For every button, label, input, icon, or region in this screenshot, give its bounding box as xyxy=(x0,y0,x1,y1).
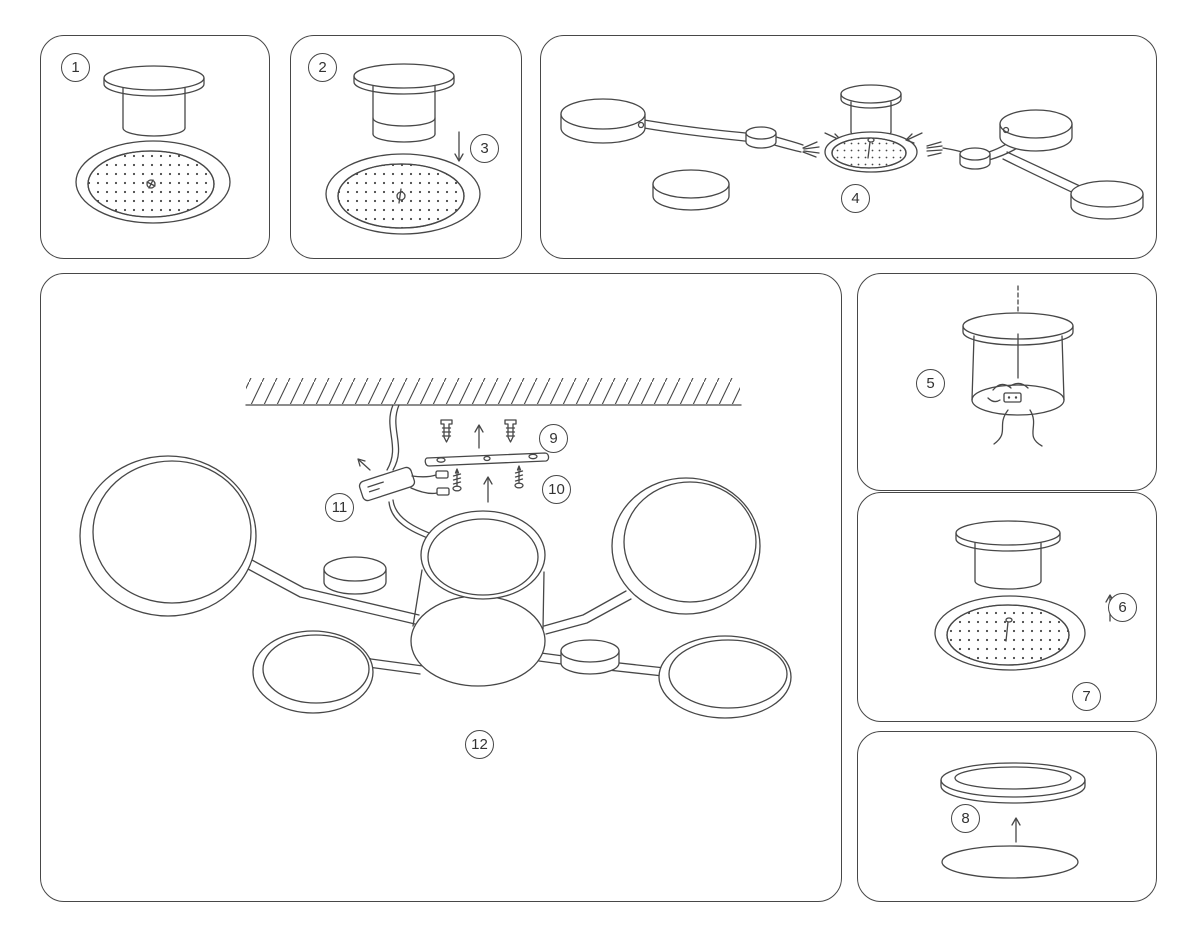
step-6-badge: 6 xyxy=(1108,593,1137,622)
ceiling-wires-drawing xyxy=(386,404,400,471)
left-lower-ring-drawing xyxy=(652,169,730,211)
fixture-lower-left-ring-drawing xyxy=(252,630,374,714)
left-cup-drawing xyxy=(745,126,777,149)
diffuser-with-screw-drawing xyxy=(934,595,1086,671)
panel-step-1 xyxy=(40,35,270,259)
fixture-center-body-drawing xyxy=(410,510,546,687)
right-lower-ring-drawing xyxy=(1070,180,1144,220)
panel-steps-2-3 xyxy=(290,35,522,259)
step-5-badge: 5 xyxy=(916,369,945,398)
center-diffuser-drawing xyxy=(824,131,918,173)
step-3-badge: 3 xyxy=(470,134,499,163)
step-2-badge: 2 xyxy=(308,53,337,82)
steps-9-12-illustration xyxy=(79,378,792,719)
center-canopy-drawing xyxy=(840,84,902,139)
step-7-badge: 7 xyxy=(1072,682,1101,711)
panel-step-4 xyxy=(540,35,1157,259)
ceiling-hatch xyxy=(245,378,742,406)
panel-step-5 xyxy=(857,273,1157,491)
canopy-open-drawing xyxy=(962,312,1074,416)
canopy-drawing xyxy=(353,63,455,143)
left-arm-drawing xyxy=(643,119,804,153)
driver-box-drawing xyxy=(357,458,450,502)
trim-ring-drawing xyxy=(940,762,1086,804)
arrow-down-icon xyxy=(454,131,464,162)
step-8-illustration xyxy=(940,762,1086,879)
arrow-up-icon xyxy=(474,424,484,449)
panel-steps-9-12 xyxy=(40,273,842,902)
fixture-lower-right-ring-drawing xyxy=(658,635,792,719)
right-cup-drawing xyxy=(959,147,991,170)
canopy-wires-drawing xyxy=(987,382,1043,447)
left-ring-drawing xyxy=(560,98,646,144)
panel-steps-6-7 xyxy=(857,492,1157,722)
arrow-left-icon xyxy=(905,132,923,144)
fixture-left-ring-drawing xyxy=(79,455,257,617)
canopy-drawing xyxy=(103,65,205,137)
wall-anchor-icon xyxy=(504,419,517,443)
diffuser-plate-drawing xyxy=(941,845,1079,879)
mounting-bracket-drawing xyxy=(424,452,550,467)
step-1-illustration xyxy=(75,65,231,224)
panel-step-8 xyxy=(857,731,1157,902)
screw-icon xyxy=(514,465,524,489)
arrow-up-icon xyxy=(483,476,493,503)
fixture-cup-drawing xyxy=(560,639,620,675)
step-4-badge: 4 xyxy=(841,184,870,213)
fixture-cup-drawing xyxy=(323,556,387,595)
step-12-badge: 12 xyxy=(465,730,494,759)
steps-2-3-illustration xyxy=(325,63,481,235)
arrow-up-icon xyxy=(1011,817,1021,843)
diffuser-with-screw-drawing xyxy=(325,153,481,235)
step-5-illustration xyxy=(962,285,1074,447)
step-8-badge: 8 xyxy=(951,804,980,833)
step-9-badge: 9 xyxy=(539,424,568,453)
diffuser-drawing xyxy=(75,140,231,224)
right-ring-drawing xyxy=(999,109,1073,152)
fixture-right-ring-drawing xyxy=(611,477,761,615)
step-11-badge: 11 xyxy=(325,493,354,522)
step-4-illustration xyxy=(560,84,1144,220)
steps-6-7-illustration xyxy=(934,520,1115,671)
wall-anchor-icon xyxy=(440,419,453,443)
step-10-badge: 10 xyxy=(542,475,571,504)
canopy-drawing xyxy=(955,520,1061,590)
screw-icon xyxy=(452,468,462,492)
left-wire-ends-drawing xyxy=(802,141,820,158)
step-1-badge: 1 xyxy=(61,53,90,82)
